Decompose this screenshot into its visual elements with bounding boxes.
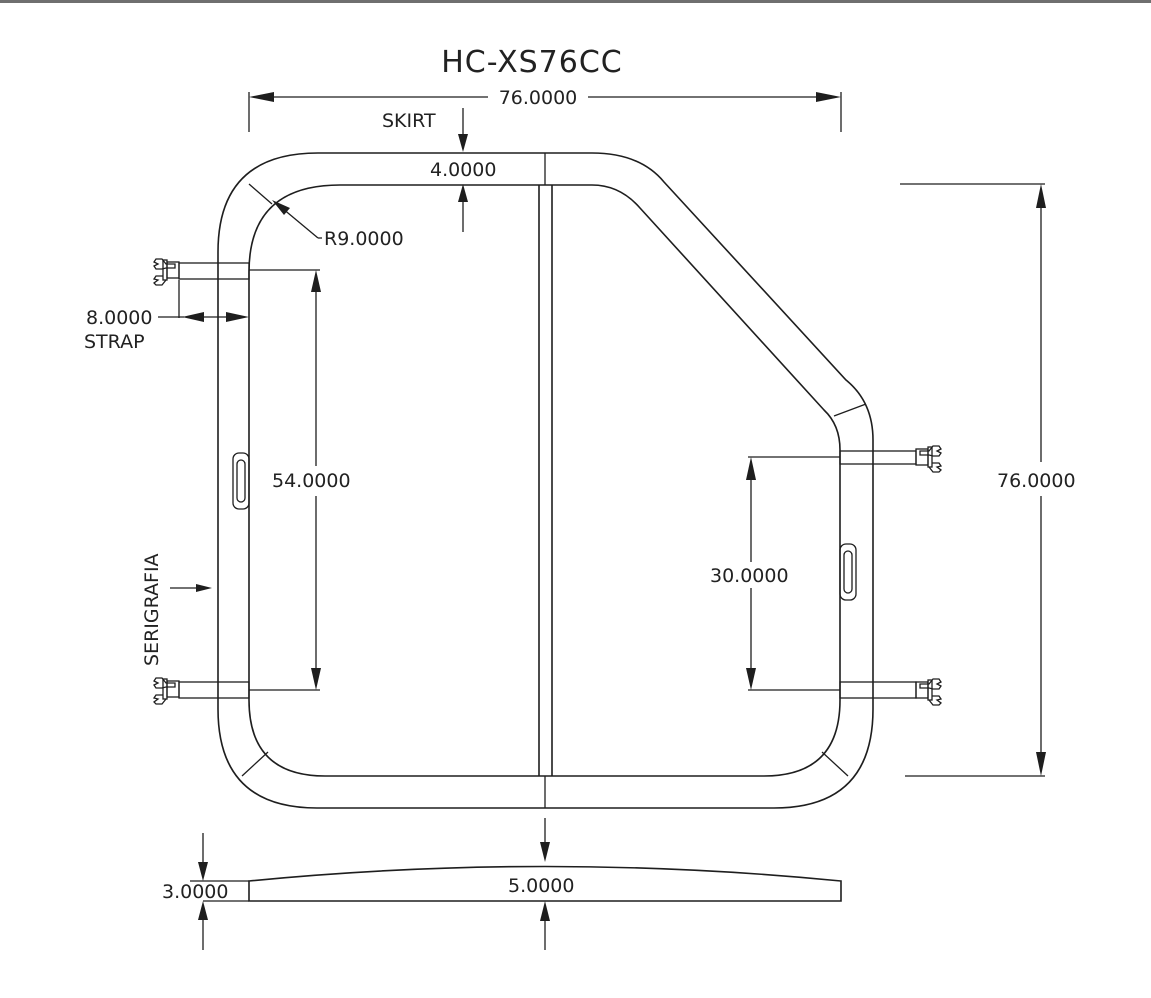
skirt-depth-value: 4.0000 xyxy=(430,159,496,181)
corner-segment-lines xyxy=(241,183,867,777)
center-thickness-dimension: 5.0000 xyxy=(508,818,574,950)
overall-width-value: 76.0000 xyxy=(499,87,578,109)
serigraphy-callout: SERIGRAFIA xyxy=(141,553,212,666)
overall-width-dimension: 76.0000 xyxy=(248,87,842,132)
right-handle-inner xyxy=(843,550,853,594)
top-border-line xyxy=(0,0,1151,3)
right-strap-bottom xyxy=(839,678,942,706)
center-thickness-value: 5.0000 xyxy=(508,875,574,897)
overall-height-value: 76.0000 xyxy=(997,470,1076,492)
edge-thickness-value: 3.0000 xyxy=(162,881,228,903)
strap-length-dimension: 8.0000 STRAP xyxy=(84,280,249,353)
left-strap-spacing-value: 54.0000 xyxy=(272,470,351,492)
right-strap-spacing-value: 30.0000 xyxy=(710,565,789,587)
side-profile xyxy=(190,865,842,902)
cover-outer-outline xyxy=(217,152,874,809)
left-handle-inner xyxy=(236,459,246,503)
strap-length-value: 8.0000 xyxy=(86,307,152,329)
skirt-dimension: SKIRT 4.0000 xyxy=(382,108,496,232)
edge-thickness-dimension: 3.0000 xyxy=(162,833,228,950)
center-seam xyxy=(538,153,553,808)
profile-outline xyxy=(248,865,842,902)
left-strap-top xyxy=(153,258,250,286)
serigraphy-label: SERIGRAFIA xyxy=(141,553,163,666)
skirt-label: SKIRT xyxy=(382,110,436,132)
strap-label: STRAP xyxy=(84,331,145,353)
right-strap-spacing-dimension: 30.0000 xyxy=(710,456,840,691)
right-handle-icon xyxy=(839,543,857,601)
corner-radius-callout: R9.0000 xyxy=(272,200,404,250)
drawing-title: HC-XS76CC xyxy=(441,45,623,80)
corner-radius-value: R9.0000 xyxy=(324,228,404,250)
left-handle-icon xyxy=(232,452,250,510)
overall-height-dimension: 76.0000 xyxy=(900,183,1076,777)
left-strap-spacing-dimension: 54.0000 xyxy=(249,269,351,691)
right-strap-top xyxy=(839,445,942,473)
cover-inner-outline xyxy=(248,184,841,777)
left-strap-bottom xyxy=(153,677,250,705)
